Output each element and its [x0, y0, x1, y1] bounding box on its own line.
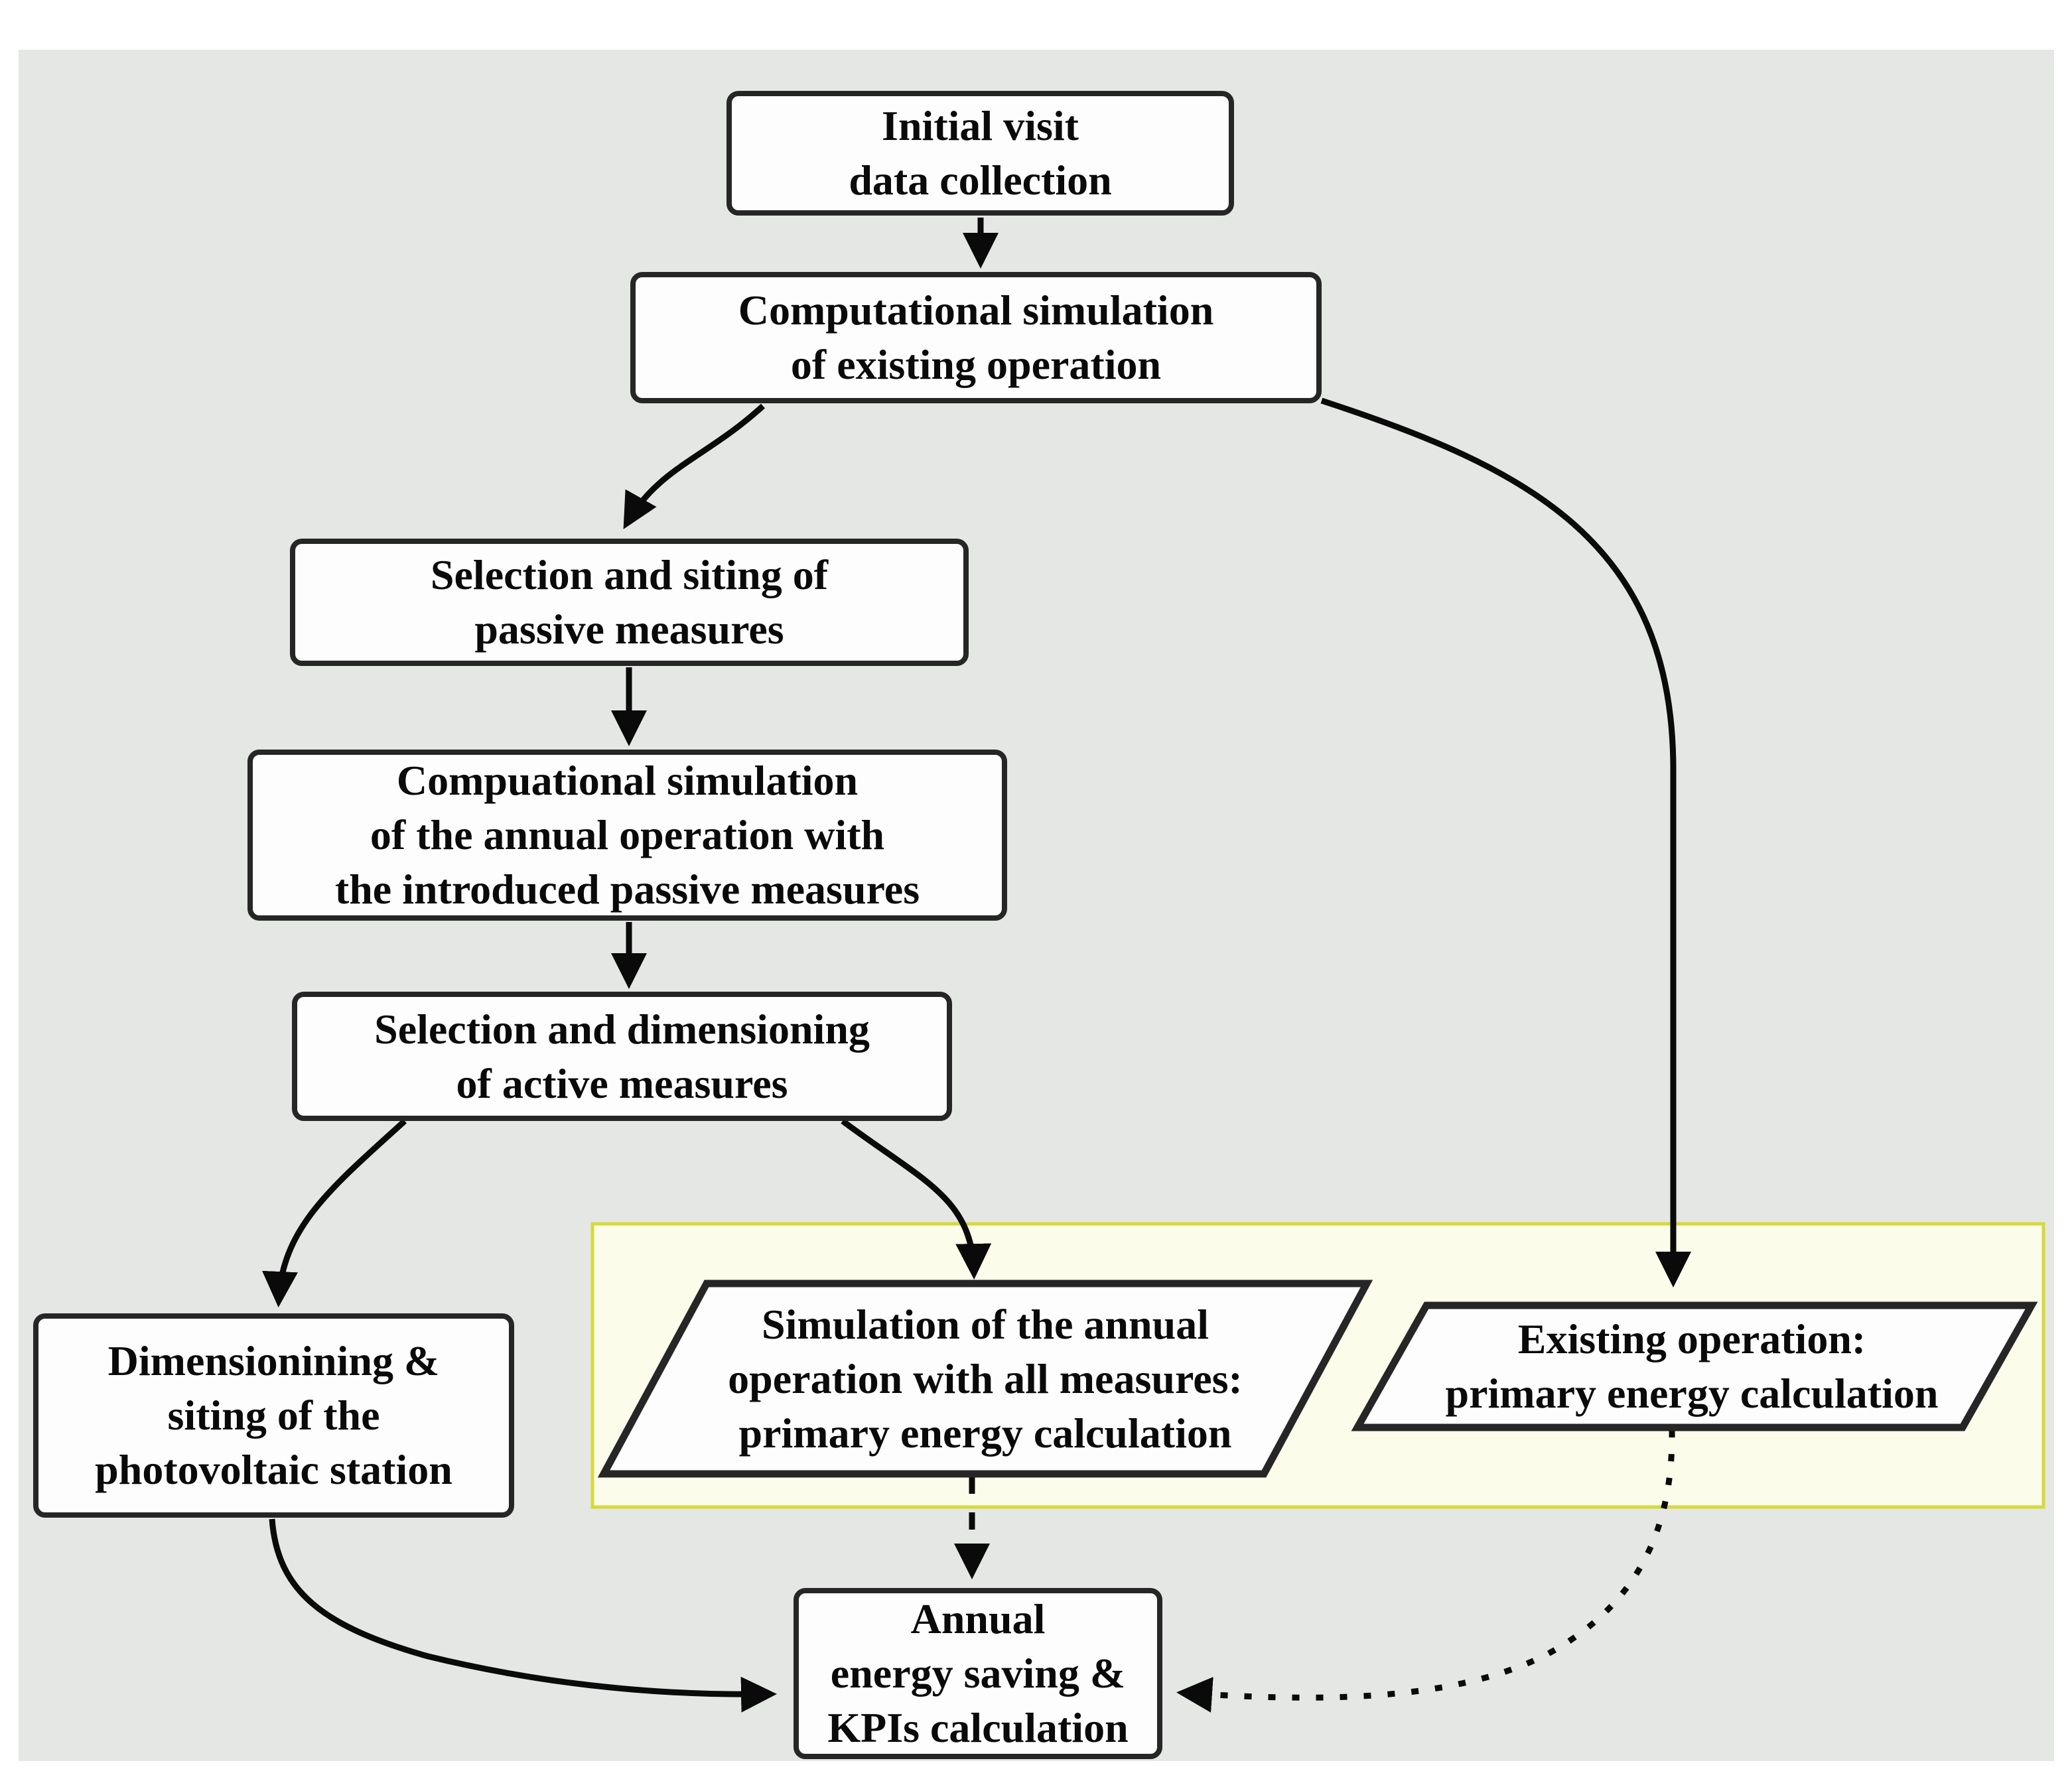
node-selection-dimensioning-active: Selection and dimensioning of active mea…	[292, 992, 952, 1121]
node-simulation-with-passive-measures: Compuational simulation of the annual op…	[247, 750, 1007, 921]
node-shape-existing-primary	[1351, 1301, 2038, 1431]
arrow-existing-sim-to-passive-selection	[623, 403, 766, 529]
node-computational-simulation-existing: Computational simulation of existing ope…	[630, 272, 1322, 403]
node-shape-all-measures-sim	[597, 1280, 1373, 1478]
dashed-arrow-existing-primary-to-annual-savings	[1176, 1429, 1675, 1713]
node-initial-visit: Initial visit data collection	[726, 91, 1234, 216]
arrow-pv-to-annual-savings	[269, 1518, 777, 1713]
node-pv-station-dimensioning: Dimensionining & siting of the photovolt…	[33, 1313, 514, 1518]
arrow-active-selection-to-all-measures-sim	[841, 1118, 992, 1280]
arrow-active-selection-to-pv	[262, 1118, 407, 1307]
arrow-existing-sim-to-existing-primary	[1320, 397, 1691, 1287]
node-annual-energy-saving-kpis: Annual energy saving & KPIs calculation	[794, 1588, 1162, 1759]
node-selection-siting-passive: Selection and siting of passive measures	[290, 539, 969, 666]
